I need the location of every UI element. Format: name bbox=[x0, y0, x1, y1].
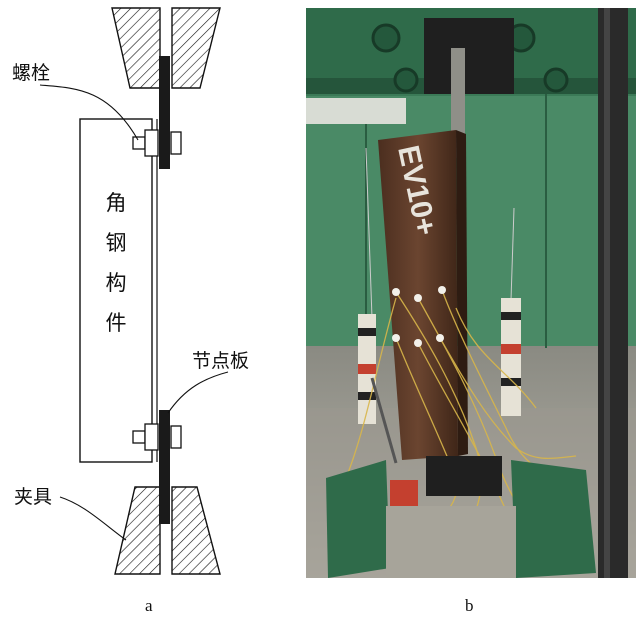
lower-grip bbox=[426, 456, 502, 496]
upper-clamp-right-jaw bbox=[171, 7, 221, 89]
gusset-leader-line bbox=[167, 371, 229, 414]
base-pedestal bbox=[386, 506, 516, 578]
member-char-3: 构 bbox=[105, 271, 127, 295]
upper-bolt bbox=[132, 129, 182, 157]
bolt-leader-line bbox=[39, 84, 139, 141]
fixture-leader-line bbox=[59, 496, 127, 541]
crosshead-bolt-2 bbox=[393, 67, 419, 93]
steel-column bbox=[598, 8, 628, 578]
fixture-label: 夹具 bbox=[14, 486, 53, 508]
test-photo: EV10+ bbox=[306, 8, 636, 578]
left-displacement-sensor bbox=[358, 147, 376, 424]
specimen-leg bbox=[456, 130, 468, 456]
left-base-block bbox=[326, 460, 390, 578]
angle-steel-member bbox=[79, 118, 153, 463]
lower-bolt bbox=[132, 423, 182, 451]
steel-column-highlight bbox=[604, 8, 610, 578]
upper-clamp-left-jaw bbox=[111, 7, 161, 89]
gusset-plate-label: 节点板 bbox=[192, 350, 250, 372]
white-wall-strip bbox=[306, 98, 406, 124]
right-base-block bbox=[511, 460, 596, 578]
member-char-1: 角 bbox=[105, 191, 127, 215]
caption-a: a bbox=[145, 596, 153, 615]
crosshead-bolt-4 bbox=[543, 67, 569, 93]
upper-grip-block bbox=[424, 18, 514, 94]
member-char-4: 件 bbox=[105, 311, 127, 335]
crosshead-bolt-1 bbox=[371, 23, 401, 53]
bolt-label: 螺栓 bbox=[12, 62, 51, 84]
lower-gusset-plate bbox=[159, 410, 170, 524]
lower-clamp-left-jaw bbox=[114, 486, 161, 575]
lower-clamp-right-jaw bbox=[171, 486, 221, 575]
schematic-diagram bbox=[39, 7, 229, 575]
strain-gauges bbox=[392, 286, 446, 347]
member-char-2: 钢 bbox=[105, 231, 127, 255]
wall-lighter-area bbox=[306, 96, 636, 346]
right-displacement-sensor bbox=[501, 207, 521, 416]
dial-gauge-arm bbox=[370, 377, 398, 464]
magnetic-base bbox=[390, 480, 418, 506]
upper-gusset-plate bbox=[159, 56, 170, 169]
caption-b: b bbox=[465, 596, 474, 615]
